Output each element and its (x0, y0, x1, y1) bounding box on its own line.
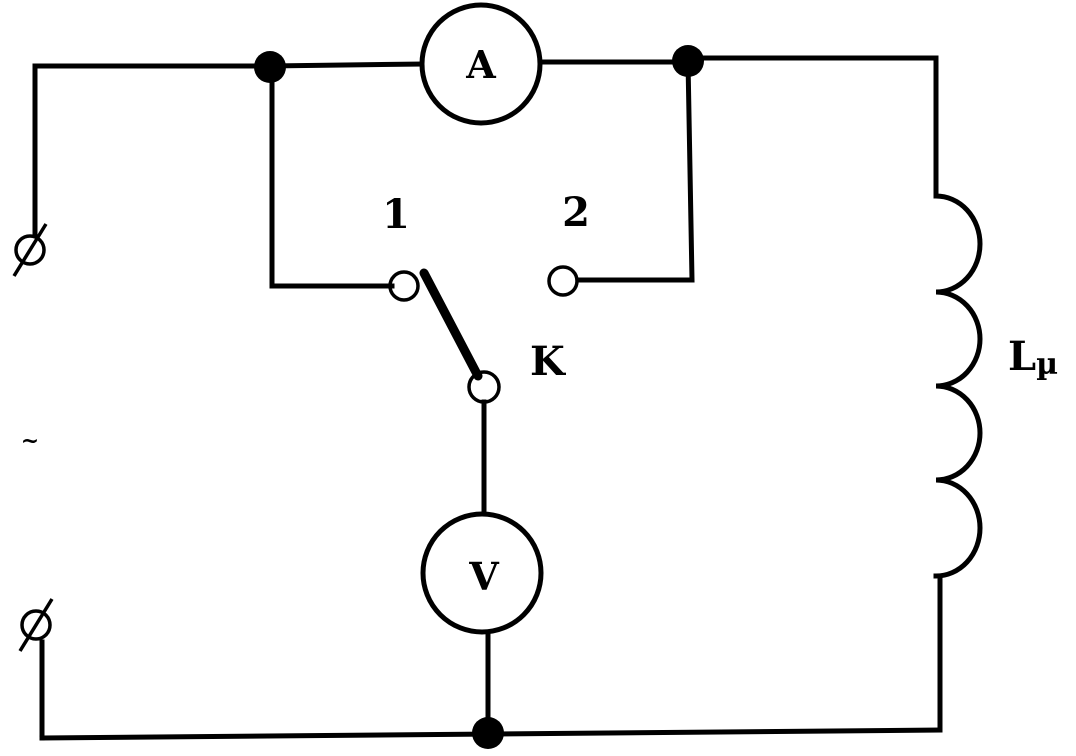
source-terminal-bottom (18, 598, 54, 652)
ammeter: A (419, 2, 543, 126)
switch-blade (419, 268, 483, 381)
contact-2-label: 2 (562, 189, 590, 236)
voltmeter-label: V (468, 554, 500, 599)
contact-1-label: 1 (382, 191, 410, 238)
inductor-label: Lµ (1008, 333, 1058, 382)
ac-source-symbol: ~ (21, 428, 39, 454)
junction-dot-bottom (472, 717, 504, 749)
branch-wire-1 (269, 64, 395, 289)
switch-label: K (530, 338, 566, 385)
contact-1 (388, 270, 420, 302)
top-wire (32, 55, 939, 69)
contact-2 (547, 265, 579, 297)
switch-pivot (467, 370, 501, 404)
ammeter-label: A (465, 42, 496, 87)
inductor-coil (933, 193, 983, 579)
branch-wire-2 (575, 58, 695, 283)
voltmeter: V (420, 511, 544, 635)
source-terminal-top (12, 223, 48, 277)
